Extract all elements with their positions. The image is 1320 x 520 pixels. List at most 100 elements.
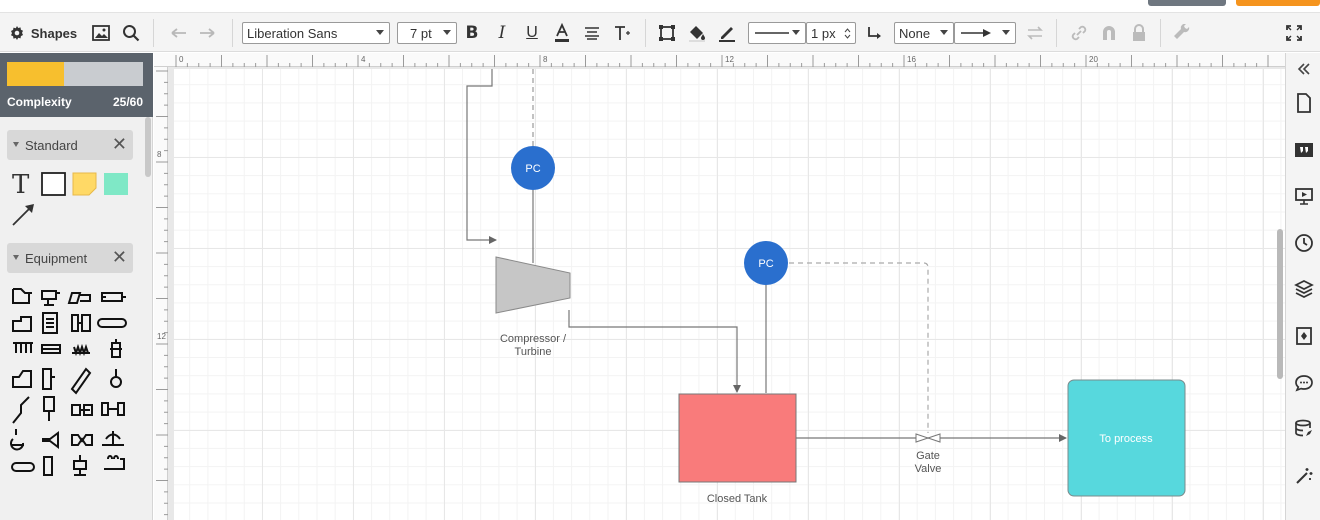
- undo-icon[interactable]: [168, 13, 190, 53]
- valve-label: Gate Valve: [898, 450, 958, 476]
- magnet-icon[interactable]: [1098, 13, 1120, 53]
- separator: [232, 19, 233, 47]
- align-icon[interactable]: [582, 13, 602, 53]
- settler-icon: [102, 431, 124, 446]
- share-button[interactable]: [1148, 0, 1226, 6]
- separator: [645, 19, 646, 47]
- equipment-shapes-grid[interactable]: [10, 283, 135, 519]
- close-icon[interactable]: ✕: [111, 247, 127, 267]
- line-start-select[interactable]: None: [894, 22, 954, 44]
- radiator-icon: [13, 342, 33, 353]
- link-icon[interactable]: [1068, 13, 1090, 53]
- bold-icon[interactable]: B: [465, 23, 479, 43]
- italic-icon[interactable]: I: [498, 23, 506, 43]
- nozzle-icon: [42, 431, 59, 449]
- pump-icon: [12, 288, 32, 304]
- mixer-icon: [12, 370, 32, 388]
- ruler-left-ticks: 812: [156, 70, 168, 516]
- equipment-panel-header[interactable]: Equipment ✕: [7, 243, 133, 273]
- line-end-select[interactable]: [954, 22, 1016, 44]
- pc2-label: PC: [758, 258, 773, 270]
- hopper-icon: [12, 396, 30, 424]
- fill-color-icon[interactable]: [686, 13, 708, 53]
- chat-icon[interactable]: [1294, 373, 1314, 393]
- arrow-shape-icon: [12, 206, 32, 226]
- shapes-button[interactable]: Shapes: [6, 13, 80, 53]
- text-options-icon[interactable]: [612, 13, 632, 53]
- shapes-sidebar: Complexity 25/60 Standard ✕ T Equipment …: [0, 53, 153, 520]
- compressor-label-line1: Compressor /: [499, 333, 567, 345]
- valve-label-line2: Valve: [914, 463, 942, 475]
- line-style-select[interactable]: [748, 22, 806, 44]
- to-process-shape: [1067, 379, 1186, 497]
- page-icon[interactable]: [1294, 93, 1314, 113]
- complexity-label: Complexity: [7, 95, 72, 109]
- shape-border-icon[interactable]: [656, 13, 678, 53]
- gate-valve-shape: [915, 433, 941, 443]
- reactor-icon: [101, 402, 125, 416]
- text-color-icon[interactable]: [552, 13, 572, 53]
- close-icon[interactable]: ✕: [111, 134, 127, 154]
- dryer-icon: [71, 434, 93, 446]
- ruler-label: 20: [1089, 55, 1098, 64]
- separator: [1056, 19, 1057, 47]
- tank-label: Closed Tank: [706, 493, 768, 505]
- complexity-fill: [7, 62, 64, 86]
- standard-panel-header[interactable]: Standard ✕: [7, 130, 133, 160]
- image-icon[interactable]: [90, 13, 112, 53]
- layers-icon[interactable]: [1294, 279, 1314, 299]
- line-width-stepper[interactable]: 1 px: [806, 22, 856, 44]
- complexity-bar: [7, 62, 143, 86]
- upgrade-button[interactable]: [1236, 0, 1320, 6]
- separator-icon: [73, 455, 87, 476]
- line-color-icon[interactable]: [716, 13, 738, 53]
- blower-icon: [41, 290, 60, 306]
- connector-elbow-icon[interactable]: [864, 13, 886, 53]
- conveyor-icon: [70, 367, 92, 395]
- presentation-icon[interactable]: [1294, 186, 1314, 206]
- font-family-select[interactable]: Liberation Sans: [242, 22, 390, 44]
- tray-icon: [42, 368, 55, 390]
- standard-shapes: T: [12, 170, 128, 226]
- complexity-value: 25/60: [112, 95, 143, 109]
- vessel-horizontal-icon: [71, 404, 93, 416]
- sidebar-scrollbar[interactable]: [145, 117, 151, 177]
- ruler-label: 8: [543, 55, 548, 64]
- search-icon[interactable]: [120, 13, 142, 53]
- pc-controller-2: [744, 241, 788, 285]
- pc1-label: PC: [525, 163, 540, 175]
- fullscreen-icon[interactable]: [1283, 13, 1305, 53]
- separator: [153, 19, 154, 47]
- database-icon[interactable]: [1294, 419, 1314, 439]
- collapse-panel-icon[interactable]: [1294, 59, 1314, 79]
- canvas-scrollbar[interactable]: [1277, 229, 1283, 379]
- font-size-value: 7 pt: [410, 25, 432, 41]
- process-label: To process: [1099, 433, 1153, 445]
- diagram[interactable]: PC PC To process: [154, 53, 1285, 520]
- funnel-icon: [43, 396, 55, 421]
- font-size-select[interactable]: 7 pt: [397, 22, 457, 44]
- collapse-triangle-icon[interactable]: [13, 142, 19, 147]
- exchanger-plate-icon: [41, 344, 61, 354]
- redo-icon[interactable]: [196, 13, 218, 53]
- comment-quote-icon[interactable]: [1294, 140, 1314, 160]
- swap-icon[interactable]: [1024, 13, 1046, 53]
- equipment-panel-title: Equipment: [25, 250, 88, 266]
- colored-block-icon: [104, 173, 128, 195]
- collapse-triangle-icon[interactable]: [13, 255, 19, 260]
- data-page-icon[interactable]: [1294, 326, 1314, 346]
- history-icon[interactable]: [1294, 233, 1314, 253]
- separator: [1160, 19, 1161, 47]
- ruler-label: 8: [157, 150, 162, 159]
- toolbar: Shapes Liberation Sans 7 pt B I U: [0, 12, 1320, 52]
- underline-icon[interactable]: U: [526, 24, 538, 41]
- text-tool-icon: T: [12, 170, 30, 200]
- lock-icon[interactable]: [1128, 13, 1150, 53]
- compressor-icon: [67, 292, 91, 304]
- boiler-icon: [104, 455, 125, 470]
- wrench-icon[interactable]: [1172, 13, 1194, 53]
- ruler-label: 12: [725, 55, 734, 64]
- magic-wand-icon[interactable]: [1294, 466, 1314, 486]
